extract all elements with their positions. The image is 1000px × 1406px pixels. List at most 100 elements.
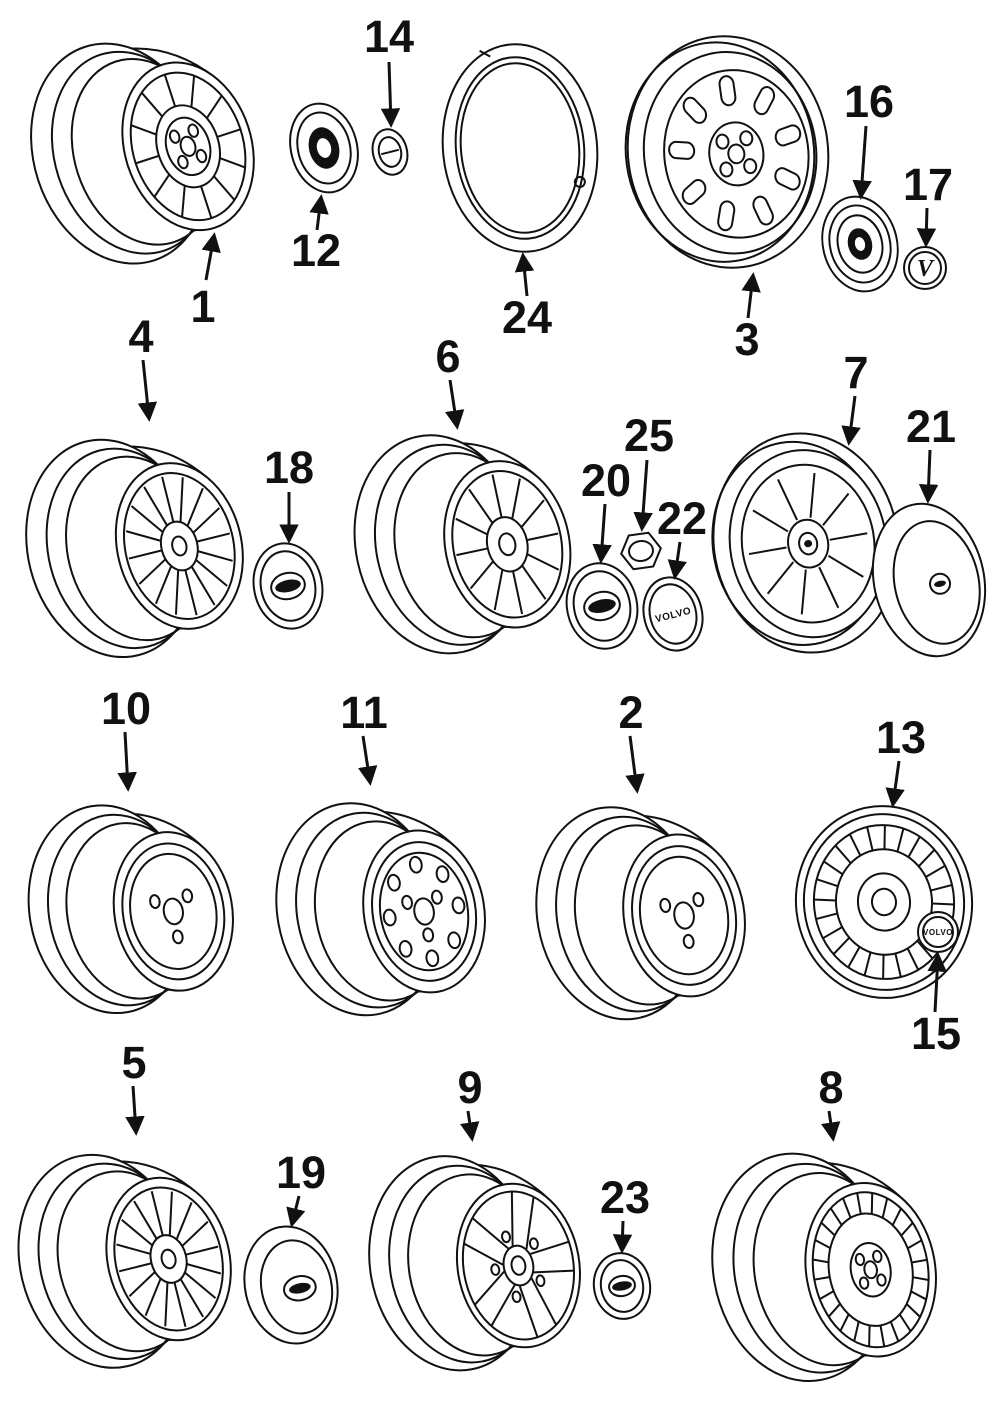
part-2-steel-wheel (518, 785, 761, 1034)
callout-15-arrow (927, 952, 947, 1012)
callout-25: 25 (624, 410, 674, 532)
callout-8: 8 (818, 1062, 844, 1142)
part-4-alloy-wheel (2, 409, 264, 677)
callout-11-arrow (358, 736, 378, 786)
callout-16: 16 (844, 76, 894, 200)
callout-21-label: 21 (906, 401, 956, 452)
callout-23: 23 (600, 1172, 650, 1254)
callout-11: 11 (340, 687, 388, 786)
callout-1-arrow (201, 232, 221, 280)
callout-8-label: 8 (818, 1062, 843, 1113)
callout-25-label: 25 (624, 410, 674, 461)
part-19-center-cap (234, 1218, 349, 1353)
callout-12: 12 (291, 194, 341, 276)
callout-19: 19 (276, 1147, 326, 1228)
callout-20: 20 (581, 455, 631, 564)
part-18-center-cap (246, 537, 330, 635)
volvo-logo-text: VOLVO (923, 928, 953, 937)
callout-16-label: 16 (844, 76, 894, 127)
part-10-steel-wheel (11, 784, 249, 1027)
callout-2-label: 2 (618, 687, 643, 738)
part-9-alloy-wheel (351, 1134, 596, 1385)
part-17-center-cap: V (904, 247, 946, 289)
callout-21-arrow (918, 450, 939, 504)
callout-17-label: 17 (903, 159, 953, 210)
part-1-alloy-wheel (2, 5, 280, 288)
callout-6-arrow (445, 380, 465, 430)
part-11-steel-wheel (258, 781, 501, 1030)
callout-9-label: 9 (457, 1062, 482, 1113)
callout-19-label: 19 (276, 1147, 326, 1198)
callout-15-label: 15 (911, 1008, 961, 1059)
callout-4-arrow (137, 360, 158, 422)
callout-7-label: 7 (843, 347, 868, 398)
callout-7: 7 (841, 347, 869, 446)
callout-10-label: 10 (101, 683, 151, 734)
callout-1: 1 (190, 232, 221, 332)
callout-10-arrow (117, 732, 137, 792)
part-5-alloy-wheel (0, 1125, 252, 1387)
callout-4-label: 4 (128, 311, 153, 362)
callout-14-label: 14 (364, 11, 414, 62)
callout-12-arrow (309, 194, 329, 230)
v-logo-text: V (917, 256, 935, 282)
callout-2: 2 (618, 687, 645, 794)
callout-21: 21 (906, 401, 956, 504)
callout-7-arrow (841, 396, 861, 446)
callout-14-arrow (380, 62, 401, 128)
part-25-lug-nut (619, 531, 663, 570)
part-3-steel-wheel (611, 23, 843, 281)
callout-10: 10 (101, 683, 151, 792)
callout-22-label: 22 (657, 493, 707, 544)
callout-16-arrow (852, 126, 872, 200)
callout-18: 18 (264, 442, 314, 544)
callout-25-arrow (633, 460, 653, 532)
part-22-center-cap: VOLVO (636, 571, 710, 657)
callout-17-arrow (916, 208, 937, 248)
part-20-center-cap (559, 557, 645, 656)
callout-24-label: 24 (502, 292, 552, 343)
callout-19-arrow (286, 1196, 306, 1228)
callout-24: 24 (502, 252, 552, 343)
callout-15: 15 (911, 952, 961, 1059)
part-13-wheel-cover (786, 797, 981, 1006)
part-7-alloy-wheel (695, 419, 915, 668)
callout-2-arrow (625, 736, 645, 794)
callout-13-label: 13 (876, 712, 926, 763)
callout-8-arrow (821, 1111, 841, 1142)
callout-9-arrow (460, 1111, 480, 1142)
callout-18-label: 18 (264, 442, 314, 493)
part-8-alloy-wheel (693, 1130, 953, 1397)
part-6-alloy-wheel (333, 409, 589, 671)
part-23-center-cap (589, 1249, 656, 1324)
callout-23-arrow (612, 1221, 633, 1254)
callout-5-arrow (125, 1086, 145, 1136)
callout-20-label: 20 (581, 455, 631, 506)
callout-22-arrow (667, 542, 687, 580)
callout-1-label: 1 (190, 281, 215, 332)
callout-20-arrow (592, 504, 612, 564)
callout-4: 4 (128, 311, 158, 422)
callout-3: 3 (734, 272, 761, 365)
callout-9: 9 (457, 1062, 483, 1142)
callout-17: 17 (903, 159, 953, 248)
part-21-center-cap (859, 493, 999, 667)
callout-5: 5 (121, 1037, 147, 1136)
callout-6: 6 (435, 331, 465, 430)
callout-6-label: 6 (435, 331, 460, 382)
callout-11-label: 11 (340, 687, 388, 738)
part-12-center-cap (281, 96, 367, 199)
callout-13: 13 (876, 712, 926, 808)
callout-14: 14 (364, 11, 414, 128)
part-16-center-cap (812, 188, 907, 299)
callout-3-label: 3 (734, 314, 759, 365)
part-14-center-cap (368, 126, 412, 179)
callout-22: 22 (657, 493, 707, 580)
part-24-trim-ring (433, 37, 608, 260)
callout-13-arrow (885, 761, 905, 808)
callout-5-label: 5 (121, 1037, 146, 1088)
callout-3-arrow (741, 272, 761, 318)
part-15-center-cap: VOLVO (918, 912, 958, 952)
callout-12-label: 12 (291, 225, 341, 276)
